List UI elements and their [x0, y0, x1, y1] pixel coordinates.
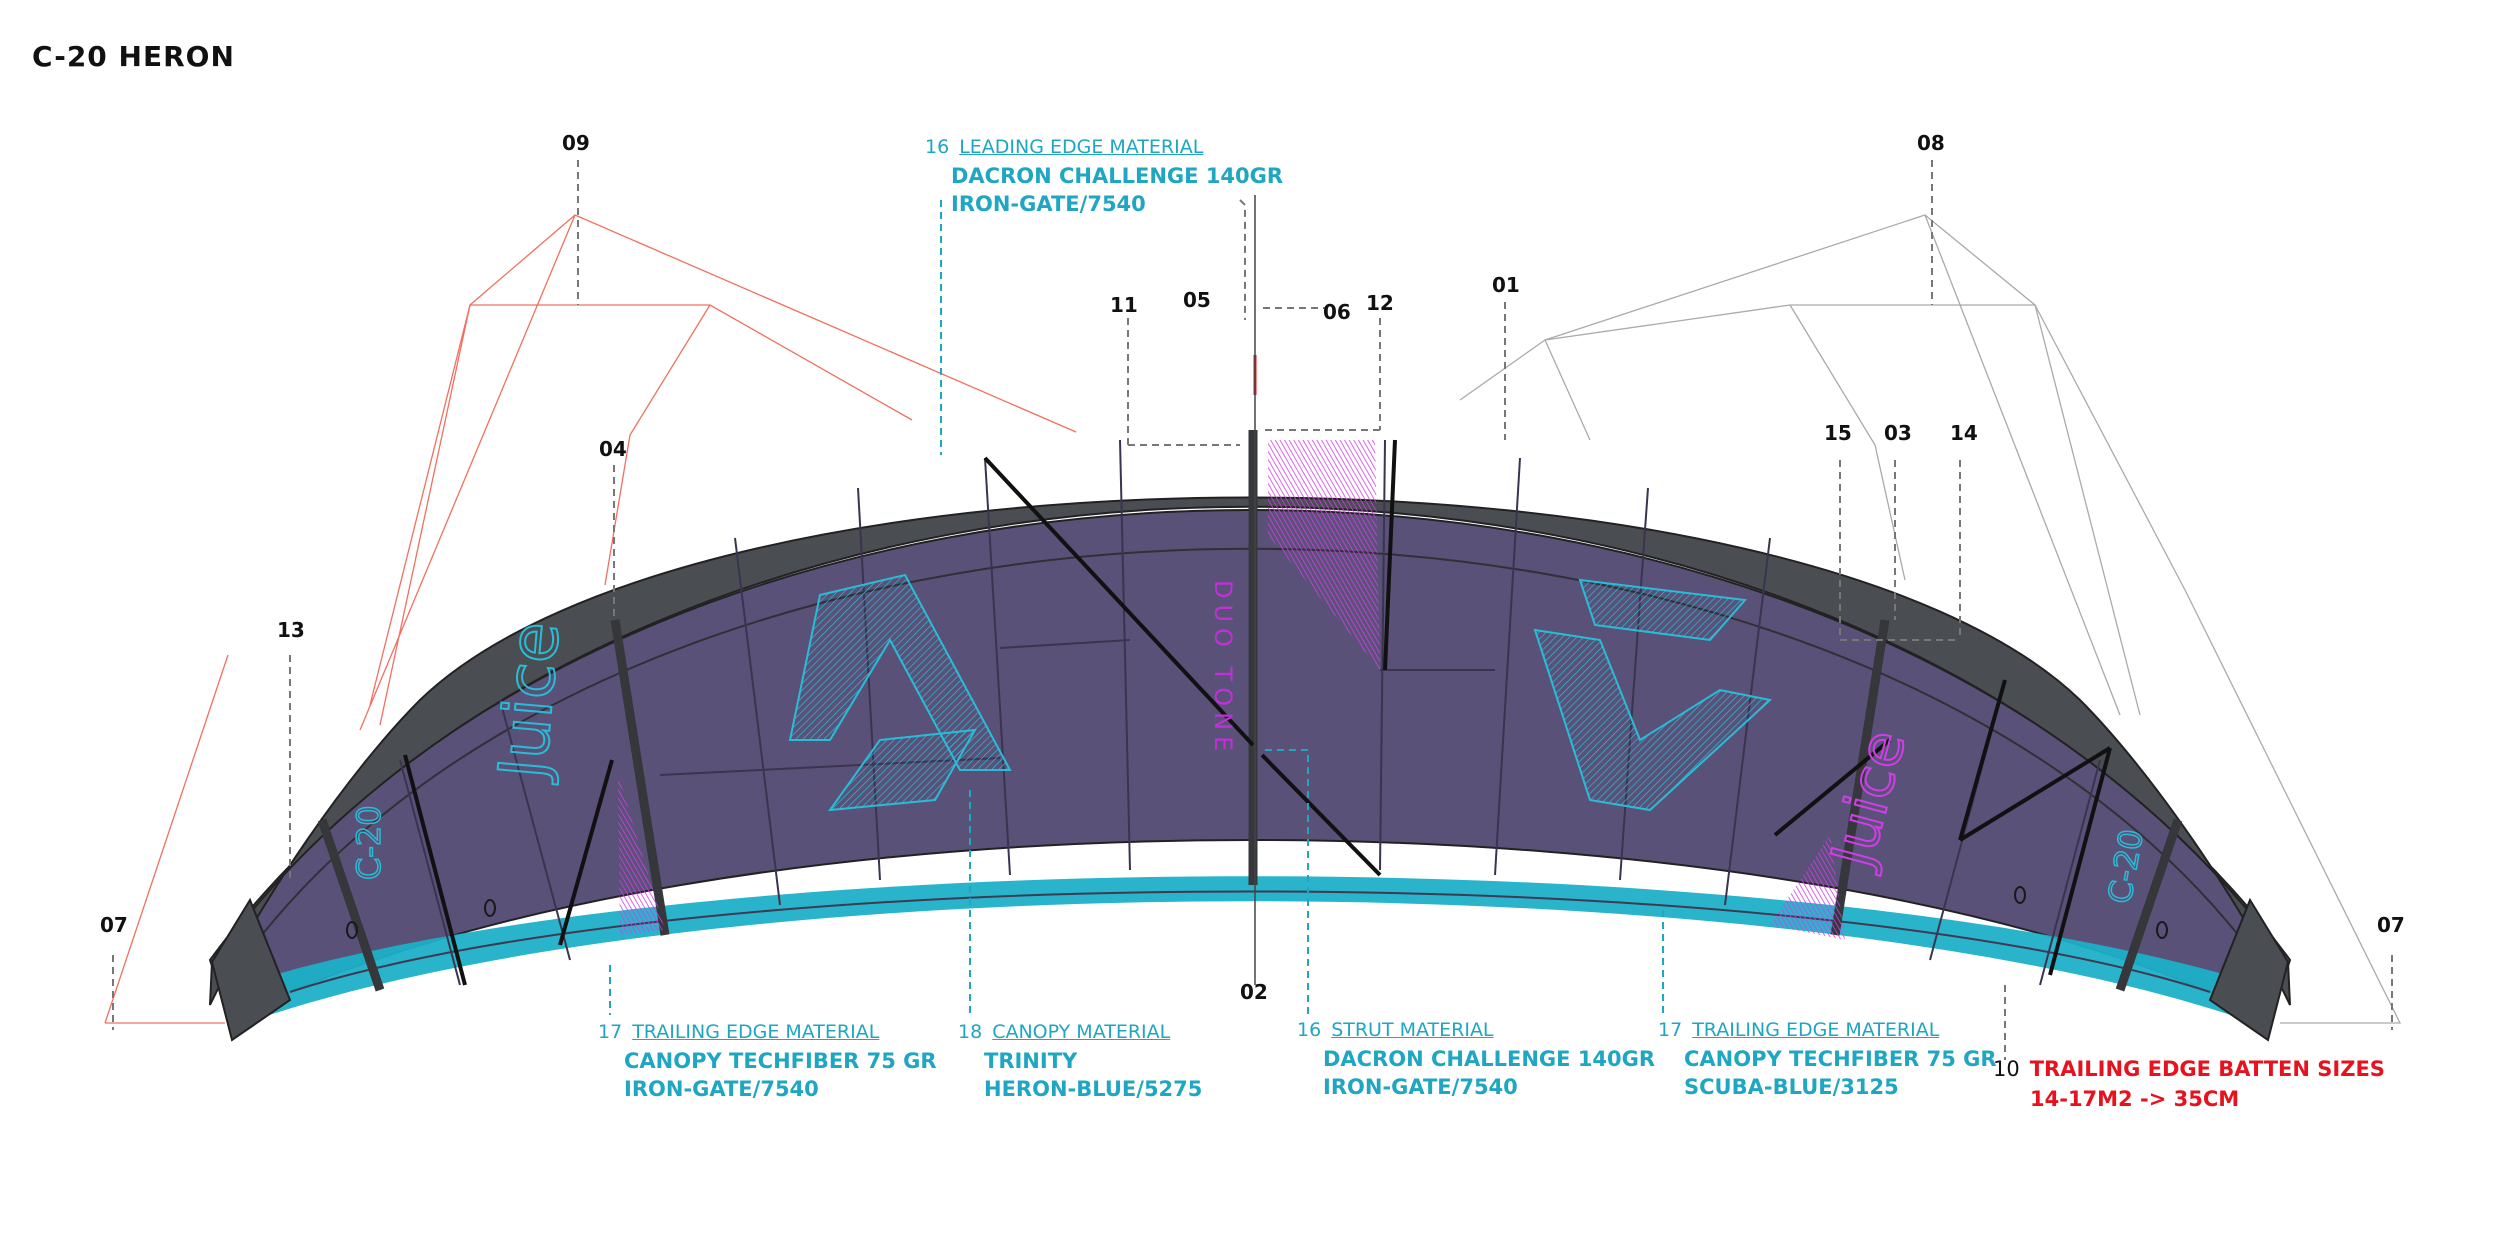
leading-edge-tube — [209, 496, 2291, 1006]
callout-13: 13 — [277, 618, 305, 642]
cyan-logo-graphics — [788, 573, 1773, 812]
svg-text:C-20: C-20 — [350, 805, 388, 880]
wordmark-left: Juice — [483, 618, 576, 787]
callout-11: 11 — [1110, 293, 1138, 317]
callout-15: 15 — [1824, 421, 1852, 445]
material-leaders — [609, 200, 1664, 1015]
leader-lines — [112, 160, 2393, 1060]
batten-pockets — [346, 886, 2168, 939]
callout-02: 02 — [1240, 980, 1268, 1004]
svg-text:Juice: Juice — [484, 619, 575, 786]
magenta-accent-center — [1268, 440, 1380, 670]
wingtip-right — [2208, 897, 2290, 1042]
callout-08: 08 — [1917, 131, 1945, 155]
diagonal-seams — [403, 439, 2112, 986]
callout-01: 01 — [1492, 273, 1520, 297]
callout-06: 06 — [1323, 300, 1351, 324]
callout-14: 14 — [1950, 421, 1978, 445]
wingtip-left — [210, 897, 292, 1042]
callout-05: 05 — [1183, 288, 1211, 312]
callout-07-left: 07 — [100, 913, 128, 937]
magenta-accent-right — [1770, 835, 1845, 940]
callout-03: 03 — [1884, 421, 1912, 445]
callout-12: 12 — [1366, 291, 1394, 315]
callout-04: 04 — [599, 437, 627, 461]
callout-07-right: 07 — [2377, 913, 2405, 937]
svg-text:DUO TONE: DUO TONE — [1209, 580, 1237, 757]
bridle-lines-left — [104, 214, 1077, 1024]
struts — [317, 430, 2183, 992]
magenta-accent-left — [618, 775, 665, 935]
callout-09: 09 — [562, 131, 590, 155]
center-brand-logo: DUO TONE — [1209, 580, 1237, 757]
diagram-title: C-20 HERON — [32, 40, 235, 73]
tip-model-left: C-20 — [349, 805, 389, 881]
